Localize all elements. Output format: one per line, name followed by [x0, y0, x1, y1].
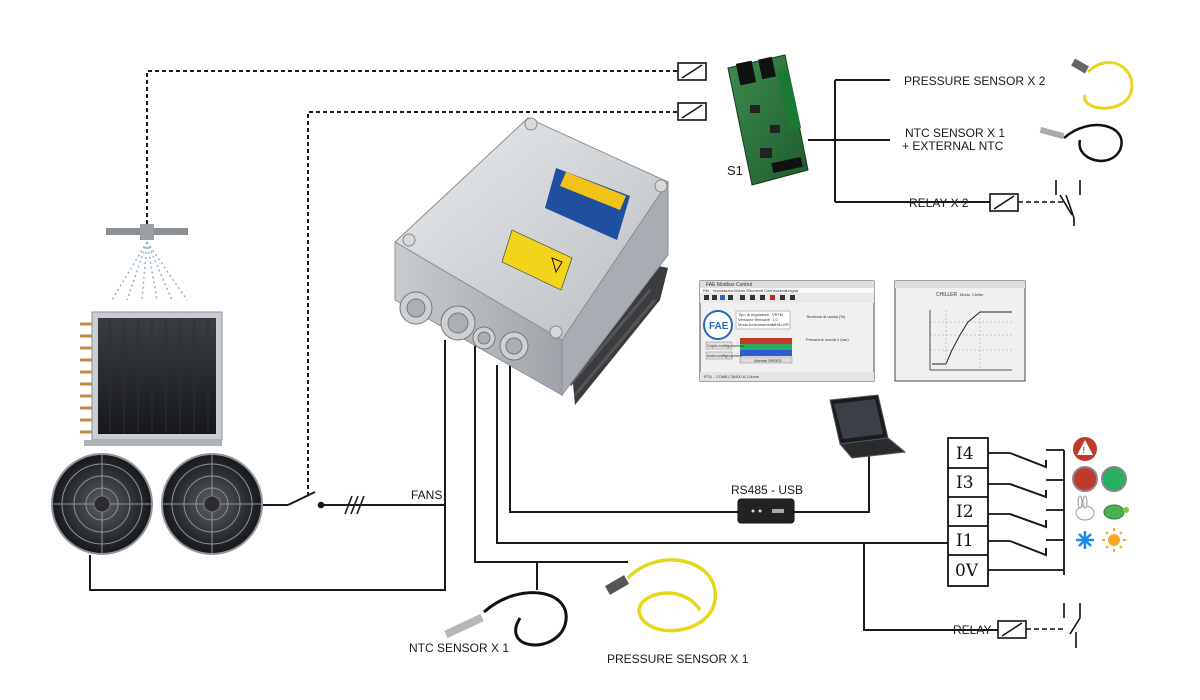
rs485-label: RS485 - USB [731, 483, 803, 497]
input-label-i3: I3 [956, 473, 974, 493]
condenser-coil-icon [80, 311, 223, 446]
three-wire-hash [317, 495, 365, 515]
svg-text:!: ! [1083, 446, 1086, 455]
sw-info-row-1: Tipo di regolatore [738, 312, 770, 317]
software-window [699, 280, 875, 382]
fan-return-wire [89, 340, 446, 591]
sw-menu-tools: Strumenti [746, 288, 763, 293]
rs485-wire [509, 360, 738, 513]
sw-info-row-2: Versione firmware [738, 317, 771, 322]
sw-menu-connection: Connessione [764, 288, 788, 293]
chart-mode-label: Modo [960, 292, 971, 297]
sw-menu-file: File [703, 288, 710, 293]
chart-title: CHILLER [936, 292, 958, 298]
rs485-usb-converter-icon [737, 498, 795, 524]
pressure-sensor-bottom-icon [604, 558, 717, 633]
input-terminal-block [947, 437, 1065, 587]
chart-mode-value: Chiller [972, 292, 984, 297]
sw-info-val-2: 1.0 [772, 317, 778, 322]
ntc-x1-label-line2: + EXTERNAL NTC [902, 139, 1004, 153]
input-label-i4: I4 [956, 444, 974, 464]
input-switch-i1 [1009, 540, 1047, 557]
ntc-bottom-label: NTC SENSOR X 1 [409, 641, 509, 655]
sw-title: FAE Modbus Control [706, 282, 752, 288]
relay-symbol-2 [677, 102, 707, 121]
red-button-icon [1072, 466, 1098, 492]
s1-label: S1 [727, 163, 743, 178]
sw-field-a: Tensione di uscita (%) [806, 314, 846, 319]
pressure-x2-label: PRESSURE SENSOR X 2 [904, 74, 1046, 88]
relay-x2-icon [989, 180, 1081, 226]
sw-info-val-1: VR7M [772, 312, 783, 317]
wiring [89, 70, 1047, 631]
input-label-i2: I2 [956, 502, 974, 522]
sensor-wire [474, 345, 538, 590]
fan-left-icon [51, 453, 153, 555]
alarm-icon: ! [1073, 437, 1097, 461]
sw-btn-invia: Invia configurazione [707, 353, 743, 358]
s1-board-icon [727, 54, 809, 186]
fan-right-icon [161, 453, 263, 555]
dashed-line-relay1-spray [146, 70, 677, 230]
sw-status: RTU - COM8 | 38400,8,1,None [704, 374, 760, 379]
input-label-i1: I1 [956, 531, 974, 551]
input-switch-i2 [1009, 513, 1047, 529]
green-button-icon [1101, 466, 1127, 492]
ntc-sensor-bottom-icon [444, 591, 568, 647]
fan-switch [287, 491, 316, 506]
chart-window [894, 280, 1026, 382]
sw-field-b: Pressione sonda 1 (bar) [806, 337, 849, 342]
relay-wire [863, 543, 998, 631]
sw-menu-settings: Impostazioni [713, 288, 736, 293]
pressure-sensor-top-icon [1071, 58, 1134, 110]
ntc-x1-label-line1: NTC SENSOR X 1 [905, 126, 1005, 140]
controller-box-icon [394, 117, 669, 405]
sw-logo: FAE [709, 321, 729, 332]
relay-symbol-1 [677, 62, 707, 81]
sw-info-val-3: CHILLER [772, 322, 789, 327]
relay-bottom-icon [997, 603, 1081, 648]
dashed-line-relay2-fans [307, 111, 677, 497]
sw-btn-copia: Copia configurazione [707, 343, 745, 348]
input-label-0v: 0V [955, 561, 979, 581]
relay-label: RELAY [953, 623, 991, 637]
input-switch-i4 [1009, 452, 1047, 469]
ntc-sensor-top-icon [1039, 123, 1123, 162]
sun-icon [1102, 528, 1126, 552]
snowflake-icon [1076, 531, 1094, 549]
pressure-bottom-label: PRESSURE SENSOR X 1 [607, 652, 749, 666]
relay-x2-label: RELAY X 2 [909, 196, 969, 210]
sw-info-row-3: Modo funzionamento [738, 322, 776, 327]
rs485-usb-wire [794, 450, 870, 513]
sw-mode-btn: Normal SPEED [754, 358, 782, 363]
inputs-wire [496, 365, 948, 544]
sw-menu-language: Lingua [786, 288, 799, 293]
turtle-icon [1103, 504, 1129, 520]
input-switch-i3 [1009, 483, 1047, 499]
rabbit-icon [1075, 495, 1095, 521]
spray-nozzle-icon [106, 224, 188, 301]
fans-label: FANS [411, 488, 442, 502]
sw-menu-help: Aiuto [736, 288, 746, 293]
laptop-icon [829, 394, 907, 459]
